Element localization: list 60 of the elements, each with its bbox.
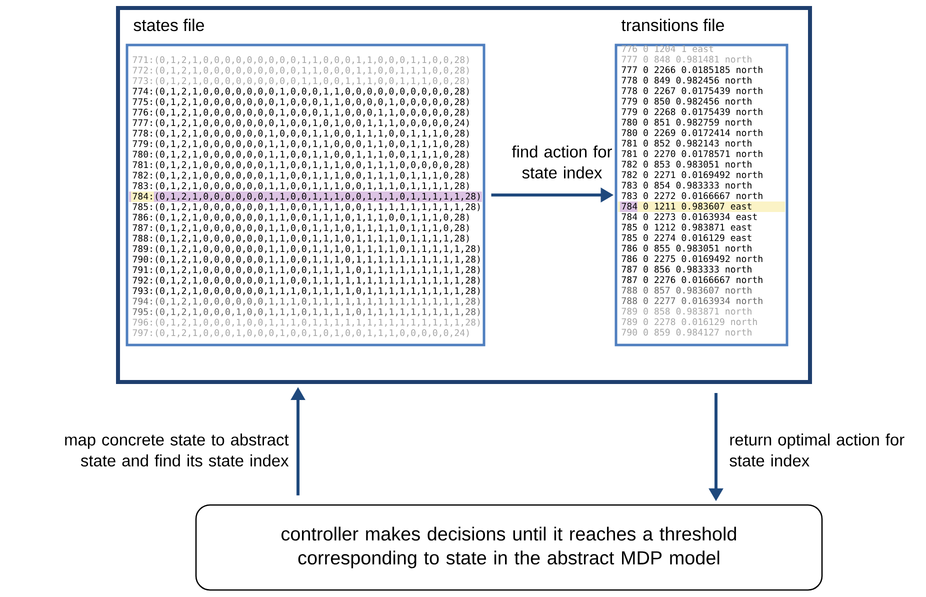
file-line: 781 0 2270 0.0178571 north (622, 150, 762, 158)
file-line: 777:(0,1,2,1,0,0,0,0,0,0,0,1,0,0,1,0,1,0,0,1,1,1,0,0,0,0,0,24) (132, 119, 469, 128)
file-line: 787 0 2276 0.0166667 north (622, 276, 762, 284)
file-line: 780 0 851 0.982759 north (622, 118, 752, 126)
file-line: 789 0 858 0.983871 north (622, 308, 752, 315)
edge-label: return optimal action for state index (730, 434, 904, 466)
file-line: 790 0 859 0.984127 north (622, 328, 752, 336)
edge-label: map concrete state to abstract state and find its state index (65, 434, 289, 466)
file-line: 789:(0,1,2,1,0,0,0,0,0,0,1,1,0,0,1,1,1,0,1,1,1,1,0,1,1,1,1,1,28) (132, 245, 480, 254)
frame (116, 6, 812, 384)
file-line: 782 0 2271 0.0169492 north (622, 171, 762, 178)
file-line: 788 0 857 0.983607 north (622, 286, 752, 294)
file-line: 776:(0,1,2,1,0,0,0,0,0,0,0,1,0,0,0,1,1,0,0,0,1,1,0,0,0,0,0,28) (132, 108, 469, 117)
file-line: 773:(0,1,2,1,0,0,0,0,0,0,0,0,0,1,1,0,0,1,1,1,0,0,1,1,1,0,0,28) (132, 77, 469, 86)
file-line: 781:(0,1,2,1,0,0,0,0,0,0,1,1,0,0,1,1,1,0,0,1,1,1,0,0,0,0,0,28) (132, 161, 469, 170)
panel-heading: transitions file (621, 18, 724, 32)
file-line: 774:(0,1,2,1,0,0,0,0,0,0,0,1,0,0,0,1,1,0,0,0,0,0,0,0,0,0,0,28) (132, 88, 469, 96)
file-line: 772:(0,1,2,1,0,0,0,0,0,0,0,0,0,1,1,0,0,0,1,1,0,0,1,1,1,0,0,28) (132, 66, 469, 75)
file-line: 783:(0,1,2,1,0,0,0,0,0,0,1,1,0,0,1,1,1,0,0,1,1,1,0,1,1,1,1,28) (132, 182, 469, 190)
file-line: 779 0 850 0.982456 north (622, 98, 752, 105)
file-line: 791:(0,1,2,1,0,0,0,0,0,0,1,1,0,0,1,1,1,1,0,1,1,1,1,1,1,1,1,1,28) (132, 266, 480, 274)
file-line: 777 0 2266 0.0185185 north (622, 66, 762, 74)
file-line: 785:(0,1,2,1,0,0,0,0,0,0,1,1,0,0,1,1,1,0,0,1,1,1,1,1,1,1,1,1,28) (132, 203, 480, 212)
file-line: 797:(0,1,2,1,0,0,0,1,0,0,0,1,0,0,1,0,1,0,0,1,1,1,0,0,0,0,0,24) (132, 329, 469, 338)
file-line: 771:(0,1,2,1,0,0,0,0,0,0,0,0,0,1,1,0,0,0,1,1,0,0,0,1,1,0,0,28) (132, 56, 469, 64)
file-line: 779 0 2268 0.0175439 north (622, 108, 762, 116)
file-line: 780 0 2269 0.0172414 north (622, 129, 762, 136)
file-line: 781 0 852 0.982143 north (622, 140, 752, 147)
file-line: 777 0 848 0.981481 north (622, 56, 752, 63)
file-line: 789 0 2278 0.016129 north (622, 318, 757, 326)
file-line: 788 0 2277 0.0163934 north (622, 297, 762, 304)
file-line: 790:(0,1,2,1,0,0,0,0,0,0,1,1,0,0,1,1,1,0,1,1,1,1,1,1,1,1,1,1,28) (132, 256, 480, 264)
rounded-box: controller makes decisions until it reaches a threshold corresponding to state in the abstract MDP model (195, 504, 823, 591)
file-line: 788:(0,1,2,1,0,0,0,0,0,0,1,1,0,0,1,1,1,0,1,1,1,1,0,1,1,1,1,28) (132, 234, 469, 243)
file-line: 778 0 2267 0.0175439 north (622, 87, 762, 94)
file-line: 782 0 853 0.983051 north (622, 160, 752, 168)
file-line: 793:(0,1,2,1,0,0,0,0,0,0,1,1,1,0,1,1,1,1,0,1,1,1,1,1,1,1,1,1,28) (132, 287, 480, 296)
file-line: 778 0 849 0.982456 north (622, 76, 752, 84)
file-line: 783 0 2272 0.0166667 north (622, 192, 762, 200)
file-line: 776 0 1204 1 east (622, 45, 714, 52)
file-line: 796:(0,1,2,1,0,0,0,1,0,0,1,1,1,0,1,1,1,1,1,1,1,1,1,1,1,1,1,1,28) (132, 318, 480, 327)
file-line: 795:(0,1,2,1,0,0,0,1,0,0,1,1,1,0,1,1,1,1,0,1,1,1,1,1,1,1,1,1,28) (132, 308, 480, 316)
file-line: 794:(0,1,2,1,0,0,0,0,0,0,1,1,1,0,1,1,1,1,1,1,1,1,1,1,1,1,1,1,28) (132, 298, 480, 306)
file-line: 775:(0,1,2,1,0,0,0,0,0,0,0,1,0,0,0,1,1,0,0,0,0,1,0,0,0,0,0,28) (132, 98, 469, 106)
file-line: 786 0 855 0.983051 north (622, 244, 752, 252)
file-line: 783 0 854 0.983333 north (622, 182, 752, 189)
file-line: 787 0 856 0.983333 north (622, 266, 752, 273)
file-line: 782:(0,1,2,1,0,0,0,0,0,0,1,1,0,0,1,1,1,0,0,1,1,1,0,1,1,1,0,28) (132, 172, 469, 180)
file-line: 785 0 2274 0.016129 east (622, 234, 752, 242)
file-line: 784 0 2273 0.0163934 east (622, 213, 757, 220)
file-line: 786 0 2275 0.0169492 north (622, 255, 762, 262)
file-line: 792:(0,1,2,1,0,0,0,0,0,0,1,1,0,0,1,1,1,1,1,1,1,1,1,1,1,1,1,1,28) (132, 276, 480, 285)
file-line: 779:(0,1,2,1,0,0,0,0,0,0,1,1,0,0,1,1,0,0,0,1,1,0,0,1,1,1,0,28) (132, 140, 469, 148)
edge-label: find action for state index (512, 146, 612, 178)
file-line: 780:(0,1,2,1,0,0,0,0,0,0,1,1,0,0,1,1,0,0,1,1,1,0,0,1,1,1,0,28) (132, 150, 469, 159)
panel-heading: states file (134, 18, 204, 32)
file-line: 786:(0,1,2,1,0,0,0,0,0,0,1,1,0,0,1,1,1,0,1,1,1,0,0,1,1,1,0,28) (132, 214, 469, 222)
file-line: 787:(0,1,2,1,0,0,0,0,0,0,1,1,0,0,1,1,1,0,1,1,1,1,0,1,1,1,0,28) (132, 224, 469, 232)
file-line: 778:(0,1,2,1,0,0,0,0,0,0,1,0,0,0,1,1,0,0,1,1,1,0,0,1,1,1,0,28) (132, 130, 469, 138)
file-line: 785 0 1212 0.983871 east (622, 224, 752, 231)
